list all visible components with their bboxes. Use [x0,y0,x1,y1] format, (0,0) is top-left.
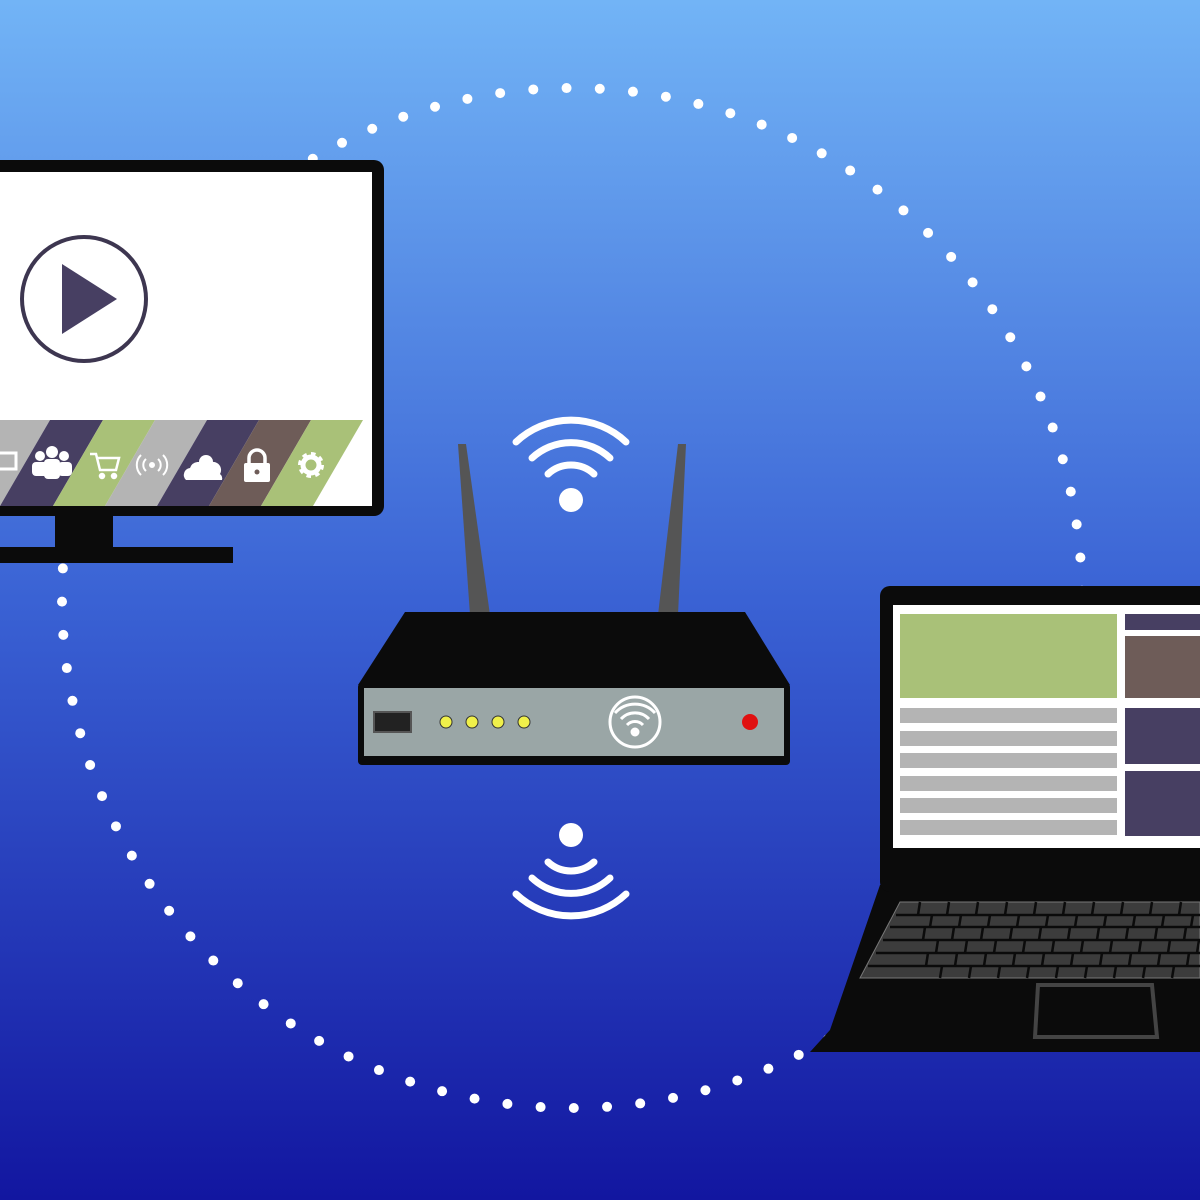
key-separator [953,952,959,967]
key-separator [996,965,1002,979]
key-separator [1073,914,1079,928]
key-separator [921,926,927,941]
lock-icon [244,448,270,482]
key-separator [1015,914,1021,928]
monitor-icon [0,451,18,471]
key-separator [1037,926,1043,941]
key-separator [950,926,956,941]
key-separator [979,926,985,941]
key-separator [1141,965,1147,979]
weather-icon [183,455,223,480]
key-separator [1050,939,1056,954]
key-separator [1032,901,1038,916]
wifi-signal-icon [512,416,630,512]
key-separator [1011,952,1017,967]
key-separator [1153,926,1159,941]
key-separator [1040,952,1046,967]
key-separator [1148,901,1154,916]
wifi-signal-icon-inverted [512,823,630,920]
key-separator [1108,939,1114,954]
play-button[interactable] [20,235,148,363]
key-separator [967,965,973,979]
touchpad [1032,983,1160,1039]
key-separator [1137,939,1143,954]
power-led [742,714,758,730]
key-separator [1182,926,1188,941]
key-separator [928,914,934,928]
key-separator [1044,914,1050,928]
key-separator [1025,965,1031,979]
key-separator [1069,952,1075,967]
key-separator [916,901,922,916]
antenna-left [458,444,490,615]
key-separator [1131,914,1137,928]
router-front-panel [364,688,784,756]
key-separator [1189,914,1195,928]
gear-icon [298,452,324,478]
key-separator [945,901,951,916]
key-separator [1083,965,1089,979]
key-separator [957,914,963,928]
key-separator [982,952,988,967]
usb-port [373,711,412,733]
key-separator [1102,914,1108,928]
key-separator [1066,926,1072,941]
key-separator [1177,901,1183,916]
key-separator [974,901,980,916]
antenna-right [658,444,686,615]
key-separator [1079,939,1085,954]
key-separator [1156,952,1162,967]
users-icon [32,446,72,479]
key-separator [1112,965,1118,979]
tv [0,160,384,563]
key-separator [1003,901,1009,916]
shopping-cart-icon [90,452,121,480]
key-separator [1061,901,1067,916]
key-separator [1166,939,1172,954]
key-separator [1119,901,1125,916]
key-separator [1021,939,1027,954]
key-separator [1054,965,1060,979]
key-separator [938,965,944,979]
status-leds [439,715,531,729]
tv-menu-bar [0,420,363,506]
key-separator [1098,952,1104,967]
key-separator [986,914,992,928]
key-separator [1124,926,1130,941]
key-separator [1095,926,1101,941]
broadcast-icon [135,454,169,476]
laptop [810,586,1200,1052]
key-separator [1127,952,1133,967]
key-separator [1090,901,1096,916]
key-separator [992,939,998,954]
router [358,444,790,765]
key-separator [1008,926,1014,941]
key-separator [924,952,930,967]
router-wifi-icon [608,695,662,749]
key-separator [1195,939,1200,954]
key-separator [1185,952,1191,967]
key-separator [963,939,969,954]
key-separator [1160,914,1166,928]
key-separator [1170,965,1176,979]
key-separator [934,939,940,954]
